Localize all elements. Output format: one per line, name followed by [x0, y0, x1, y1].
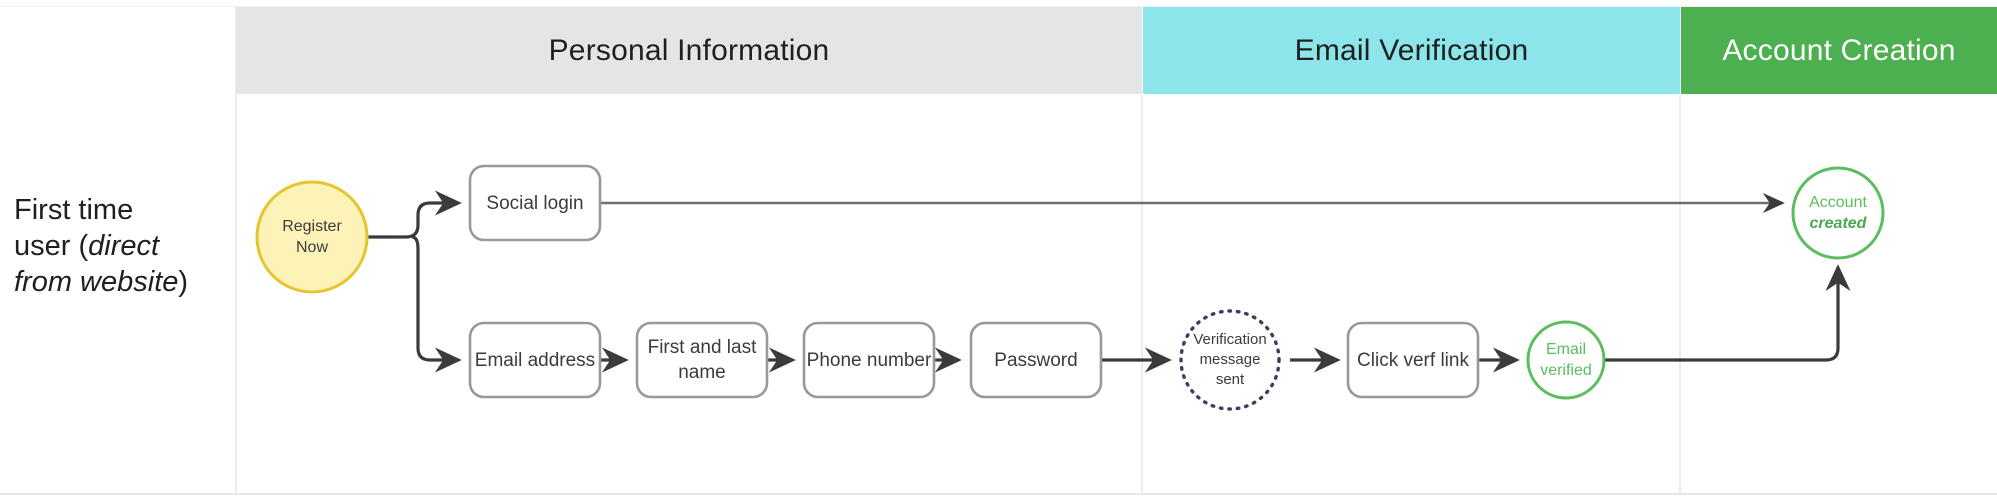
- edge-register-to-email-address: [411, 235, 462, 373]
- lane-header-label: Email Verification: [1294, 33, 1529, 67]
- lane-header-label: Account Creation: [1722, 33, 1956, 67]
- lane-divider-middle: [1141, 95, 1143, 494]
- node-phone-number[interactable]: [802, 321, 936, 399]
- row-label-italic-2: from website: [14, 266, 179, 298]
- node-click-verf-link[interactable]: [1346, 321, 1480, 399]
- node-verification-message-sent[interactable]: [1179, 309, 1281, 411]
- node-social-login[interactable]: [468, 164, 602, 242]
- edge-email-verified-to-account-created: [1604, 264, 1851, 362]
- lane-header-email-verification: Email Verification: [1143, 7, 1680, 94]
- node-email-verified[interactable]: [1526, 320, 1606, 400]
- lane-header-label: Personal Information: [548, 33, 830, 67]
- node-account-created[interactable]: [1791, 166, 1885, 260]
- node-email-address[interactable]: [468, 321, 602, 399]
- node-first-and-last-name[interactable]: [635, 321, 769, 399]
- top-divider: [0, 6, 1997, 7]
- lane-header-account-creation: Account Creation: [1681, 7, 1997, 94]
- bottom-divider: [0, 493, 1997, 495]
- lane-divider-right: [1679, 95, 1681, 494]
- lane-header-personal-information: Personal Information: [236, 7, 1142, 94]
- lane-divider-left: [235, 7, 237, 494]
- node-password[interactable]: [969, 321, 1103, 399]
- row-label-line-3-close: ): [178, 266, 189, 298]
- row-label-line-2: user (: [14, 230, 89, 262]
- edge-register-to-social-login: [405, 190, 462, 239]
- node-register-now[interactable]: [255, 180, 369, 294]
- row-label-first-time-user: First time user (direct from website): [14, 192, 229, 300]
- row-label-italic-1: direct: [88, 230, 160, 262]
- row-label-line-1: First time: [14, 194, 134, 226]
